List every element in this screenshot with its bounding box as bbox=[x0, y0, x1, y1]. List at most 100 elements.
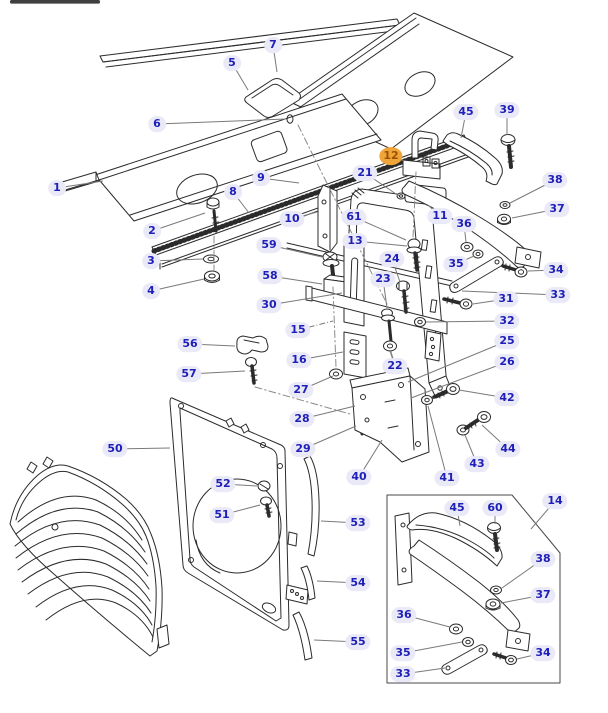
part-link-33-main bbox=[450, 257, 504, 293]
callout-c53[interactable]: 53 bbox=[345, 515, 371, 531]
callout-c35[interactable]: 35 bbox=[443, 256, 469, 272]
callout-c14i[interactable]: 14 bbox=[542, 493, 568, 509]
callout-c52[interactable]: 52 bbox=[210, 476, 236, 492]
callout-c5[interactable]: 5 bbox=[223, 55, 241, 71]
part-bolt-31 bbox=[444, 297, 472, 309]
callout-c40[interactable]: 40 bbox=[346, 469, 372, 485]
inset-washer-38 bbox=[491, 586, 502, 594]
callout-c27[interactable]: 27 bbox=[288, 382, 314, 398]
callout-c45i[interactable]: 45 bbox=[444, 500, 470, 516]
callout-c16[interactable]: 16 bbox=[286, 352, 312, 368]
callout-c45[interactable]: 45 bbox=[453, 104, 479, 120]
callout-c50[interactable]: 50 bbox=[102, 441, 128, 457]
callout-c38[interactable]: 38 bbox=[542, 172, 568, 188]
part-bolt-39 bbox=[501, 135, 515, 168]
inset-nut-37 bbox=[486, 599, 500, 610]
callout-c23[interactable]: 23 bbox=[370, 271, 396, 287]
callout-c10[interactable]: 10 bbox=[279, 211, 305, 227]
part-bolt-23-nut-22 bbox=[382, 309, 397, 351]
callout-c41[interactable]: 41 bbox=[434, 470, 460, 486]
part-nut-36-main bbox=[461, 243, 473, 252]
callout-c2[interactable]: 2 bbox=[143, 223, 161, 239]
callout-c36i[interactable]: 36 bbox=[391, 607, 417, 623]
part-nut-4 bbox=[205, 271, 220, 283]
callout-c43[interactable]: 43 bbox=[464, 456, 490, 472]
part-strip-53 bbox=[304, 456, 319, 556]
callout-c39[interactable]: 39 bbox=[494, 102, 520, 118]
part-washer-3 bbox=[204, 255, 219, 263]
callout-c28[interactable]: 28 bbox=[289, 411, 315, 427]
callout-c6[interactable]: 6 bbox=[148, 116, 166, 132]
callout-c37[interactable]: 37 bbox=[544, 201, 570, 217]
part-grommet-6 bbox=[287, 115, 293, 123]
part-bracket-10 bbox=[318, 185, 337, 252]
callout-c9[interactable]: 9 bbox=[252, 170, 270, 186]
callout-c15[interactable]: 15 bbox=[285, 322, 311, 338]
callout-c30[interactable]: 30 bbox=[256, 297, 282, 313]
callout-c12[interactable]: 12 bbox=[379, 147, 403, 165]
callout-c29[interactable]: 29 bbox=[290, 441, 316, 457]
part-strip-54 bbox=[301, 566, 315, 600]
callout-c60i[interactable]: 60 bbox=[482, 500, 508, 516]
part-plate-5 bbox=[245, 79, 301, 118]
part-bolt-34-main bbox=[503, 264, 527, 277]
part-washer-38-main bbox=[500, 202, 510, 209]
callout-c58[interactable]: 58 bbox=[257, 268, 283, 284]
callout-c56[interactable]: 56 bbox=[177, 336, 203, 352]
callout-c32[interactable]: 32 bbox=[494, 313, 520, 329]
part-bolt-57 bbox=[246, 358, 258, 384]
part-hinge-plate-50 bbox=[286, 585, 308, 604]
callout-c38i[interactable]: 38 bbox=[530, 551, 556, 567]
part-strip-55 bbox=[293, 612, 312, 660]
callout-c1[interactable]: 1 bbox=[48, 180, 66, 196]
callout-c21[interactable]: 21 bbox=[352, 165, 378, 181]
callout-c22[interactable]: 22 bbox=[382, 358, 408, 374]
callout-c59[interactable]: 59 bbox=[256, 237, 282, 253]
inset-link-33 bbox=[442, 645, 488, 675]
callout-c35i[interactable]: 35 bbox=[390, 645, 416, 661]
callout-c44[interactable]: 44 bbox=[495, 441, 521, 457]
callout-c3[interactable]: 3 bbox=[142, 253, 160, 269]
callout-c33[interactable]: 33 bbox=[545, 287, 571, 303]
part-clamp-56 bbox=[237, 336, 268, 354]
inset-washer-35 bbox=[463, 638, 474, 647]
callout-c34[interactable]: 34 bbox=[543, 262, 569, 278]
inset-bolt-34 bbox=[494, 652, 517, 665]
part-handle-45 bbox=[443, 133, 502, 185]
callout-c31[interactable]: 31 bbox=[493, 291, 519, 307]
callout-c34i[interactable]: 34 bbox=[530, 645, 556, 661]
inset-bolt-60 bbox=[488, 523, 501, 551]
part-washer-35-main bbox=[473, 250, 483, 258]
window-edge-bar bbox=[10, 0, 100, 4]
callout-c8[interactable]: 8 bbox=[224, 184, 242, 200]
callout-c33i[interactable]: 33 bbox=[390, 666, 416, 682]
callout-c61[interactable]: 61 bbox=[341, 209, 367, 225]
callout-c25[interactable]: 25 bbox=[494, 333, 520, 349]
callout-c51[interactable]: 51 bbox=[209, 507, 235, 523]
part-grille bbox=[10, 457, 169, 656]
part-bolt-51 bbox=[261, 497, 273, 516]
callout-c37i[interactable]: 37 bbox=[530, 587, 556, 603]
part-clamp-12 bbox=[403, 131, 440, 179]
part-nut-37-main bbox=[498, 214, 511, 224]
callout-c36[interactable]: 36 bbox=[451, 216, 477, 232]
callout-c54[interactable]: 54 bbox=[345, 575, 371, 591]
callout-c7[interactable]: 7 bbox=[264, 37, 282, 53]
callout-c13[interactable]: 13 bbox=[342, 233, 368, 249]
part-bolt-2 bbox=[207, 198, 219, 231]
callout-c42[interactable]: 42 bbox=[494, 390, 520, 406]
callout-c26[interactable]: 26 bbox=[494, 354, 520, 370]
callout-c11[interactable]: 11 bbox=[427, 208, 453, 224]
callout-c57[interactable]: 57 bbox=[176, 366, 202, 382]
part-bolt-44 bbox=[466, 412, 491, 429]
part-bolt-13 bbox=[407, 239, 421, 270]
callout-c55[interactable]: 55 bbox=[345, 634, 371, 650]
callout-c4[interactable]: 4 bbox=[142, 283, 160, 299]
part-bolt-24 bbox=[397, 281, 410, 312]
callout-c24[interactable]: 24 bbox=[379, 251, 405, 267]
part-washer-32 bbox=[415, 318, 426, 327]
part-screw-52 bbox=[258, 481, 270, 491]
inset-nut-36 bbox=[450, 624, 463, 634]
